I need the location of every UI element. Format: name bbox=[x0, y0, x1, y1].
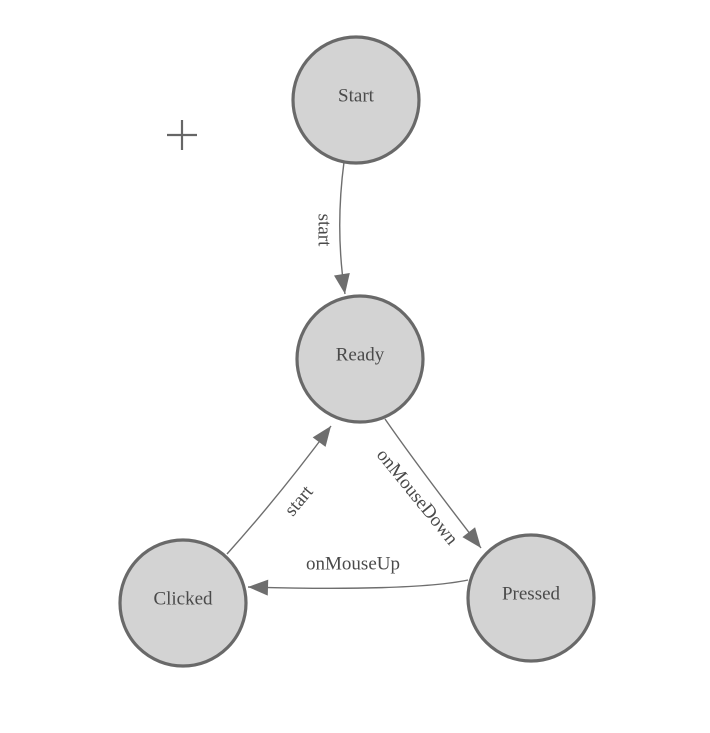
transition-label-onmouseup: onMouseUp bbox=[306, 554, 400, 575]
transition-clicked-to-ready[interactable]: start bbox=[226, 425, 332, 555]
node-clicked[interactable]: Clicked bbox=[118, 538, 248, 668]
node-start[interactable]: Start bbox=[291, 35, 421, 165]
transition-label-start-2: start bbox=[280, 481, 318, 520]
node-start-circle[interactable] bbox=[291, 35, 421, 165]
transition-label-start-1: start bbox=[314, 214, 335, 247]
node-pressed-label: Pressed bbox=[502, 584, 561, 605]
transition-ready-to-pressed-path[interactable] bbox=[384, 418, 482, 549]
node-ready[interactable]: Ready bbox=[295, 294, 425, 424]
crosshair-pointer-icon bbox=[167, 120, 197, 150]
node-ready-circle[interactable] bbox=[295, 294, 425, 424]
transition-pressed-to-clicked[interactable]: onMouseUp bbox=[247, 554, 469, 596]
node-ready-label: Ready bbox=[336, 345, 385, 366]
transition-start-to-ready[interactable]: start bbox=[314, 161, 350, 295]
node-clicked-label: Clicked bbox=[153, 589, 213, 610]
node-clicked-circle[interactable] bbox=[118, 538, 248, 668]
node-pressed-circle[interactable] bbox=[466, 533, 596, 663]
node-start-label: Start bbox=[338, 86, 375, 107]
transition-clicked-to-ready-path[interactable] bbox=[226, 425, 332, 555]
transition-label-onmousedown: onMouseDown bbox=[372, 445, 462, 550]
transition-ready-to-pressed[interactable]: onMouseDown bbox=[372, 418, 482, 550]
transition-pressed-to-clicked-path[interactable] bbox=[247, 579, 469, 596]
node-pressed[interactable]: Pressed bbox=[466, 533, 596, 663]
transition-start-to-ready-path[interactable] bbox=[334, 161, 350, 295]
